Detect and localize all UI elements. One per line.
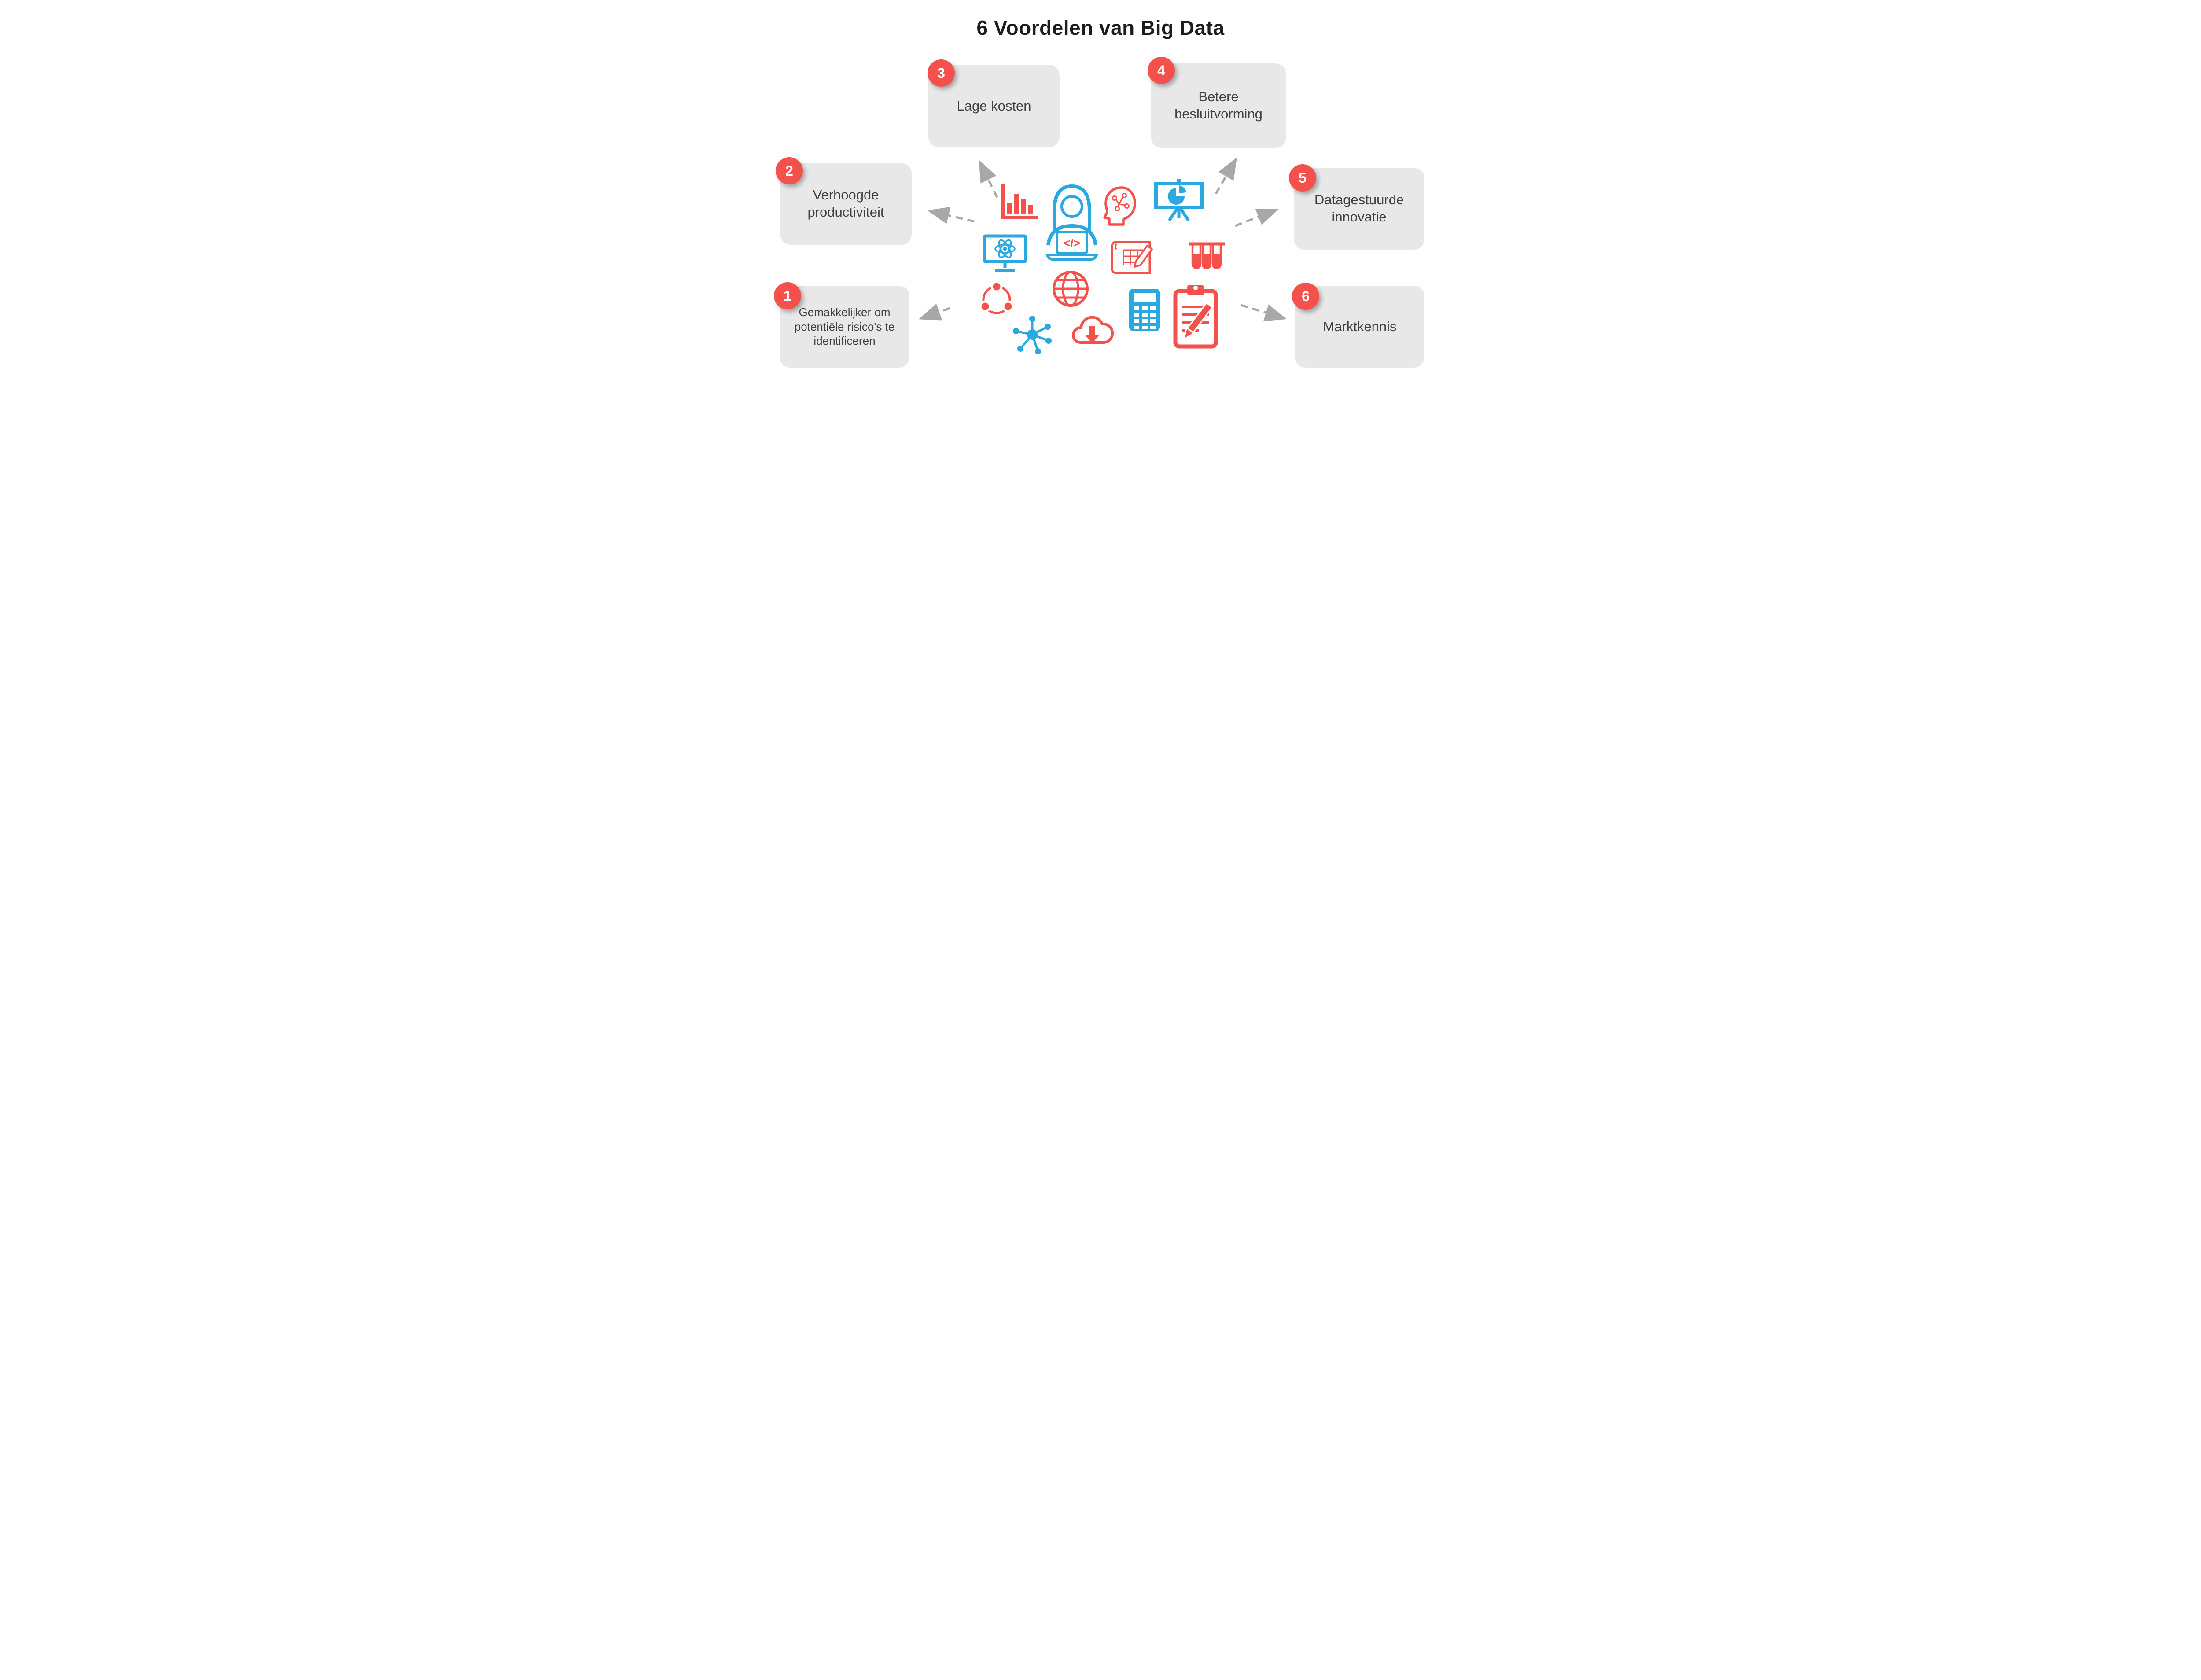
benefit-label-2: Verhoogde productiviteit	[807, 187, 884, 220]
arrow-to-box-3	[979, 160, 998, 198]
benefit-label-4: Betere besluitvorming	[1174, 89, 1262, 122]
benefit-box-2: Verhoogde productiviteit	[780, 163, 912, 245]
number-badge-6: 6	[1292, 283, 1319, 310]
code-brackets-icon: </>	[1064, 236, 1080, 250]
badge-number-5: 5	[1299, 169, 1307, 186]
clipboard-pencil-icon	[1167, 283, 1223, 350]
arrow-to-box-5	[1235, 208, 1279, 227]
arrow-to-box-4	[1215, 157, 1237, 195]
page-title: 6 Voordelen van Big Data	[976, 16, 1225, 39]
badge-number-6: 6	[1302, 288, 1310, 304]
number-badge-5: 5	[1289, 164, 1316, 192]
benefit-box-4: Betere besluitvorming	[1151, 63, 1286, 148]
test-tubes-icon	[1187, 240, 1226, 272]
arrow-to-box-6	[1240, 304, 1287, 321]
number-badge-3: 3	[928, 59, 955, 87]
badge-number-3: 3	[937, 65, 945, 81]
benefit-label-1: Gemakkelijker om potentiële risico's te …	[794, 306, 895, 348]
arrow-to-box-1	[918, 303, 950, 321]
share-network-icon	[977, 280, 1016, 319]
monitor-atom-icon	[983, 234, 1027, 273]
infographic-canvas: 6 Voordelen van Big Data Gemakkelijker o…	[755, 0, 1446, 394]
calculator-icon	[1128, 287, 1161, 332]
woman-coding-laptop-icon: </>	[1039, 178, 1104, 263]
benefit-box-1: Gemakkelijker om potentiële risico's te …	[780, 286, 909, 368]
number-badge-1: 1	[774, 282, 801, 309]
globe-icon	[1050, 269, 1091, 309]
blueprint-pencil-icon	[1110, 238, 1154, 277]
arrow-to-box-2	[927, 206, 975, 224]
bar-chart-icon	[998, 182, 1040, 222]
number-badge-4: 4	[1148, 57, 1175, 84]
cloud-download-icon	[1068, 308, 1117, 349]
badge-number-1: 1	[784, 287, 791, 304]
benefit-label-5: Datagestuurde innovatie	[1314, 192, 1404, 225]
badge-number-4: 4	[1157, 62, 1165, 78]
badge-number-2: 2	[785, 162, 793, 179]
molecule-network-icon	[1012, 314, 1053, 355]
benefit-label-3: Lage kosten	[957, 98, 1031, 114]
number-badge-2: 2	[776, 157, 803, 184]
presentation-pie-chart-icon	[1150, 178, 1208, 223]
benefit-label-6: Marktkennis	[1323, 318, 1397, 334]
ai-brain-head-icon	[1100, 185, 1140, 227]
